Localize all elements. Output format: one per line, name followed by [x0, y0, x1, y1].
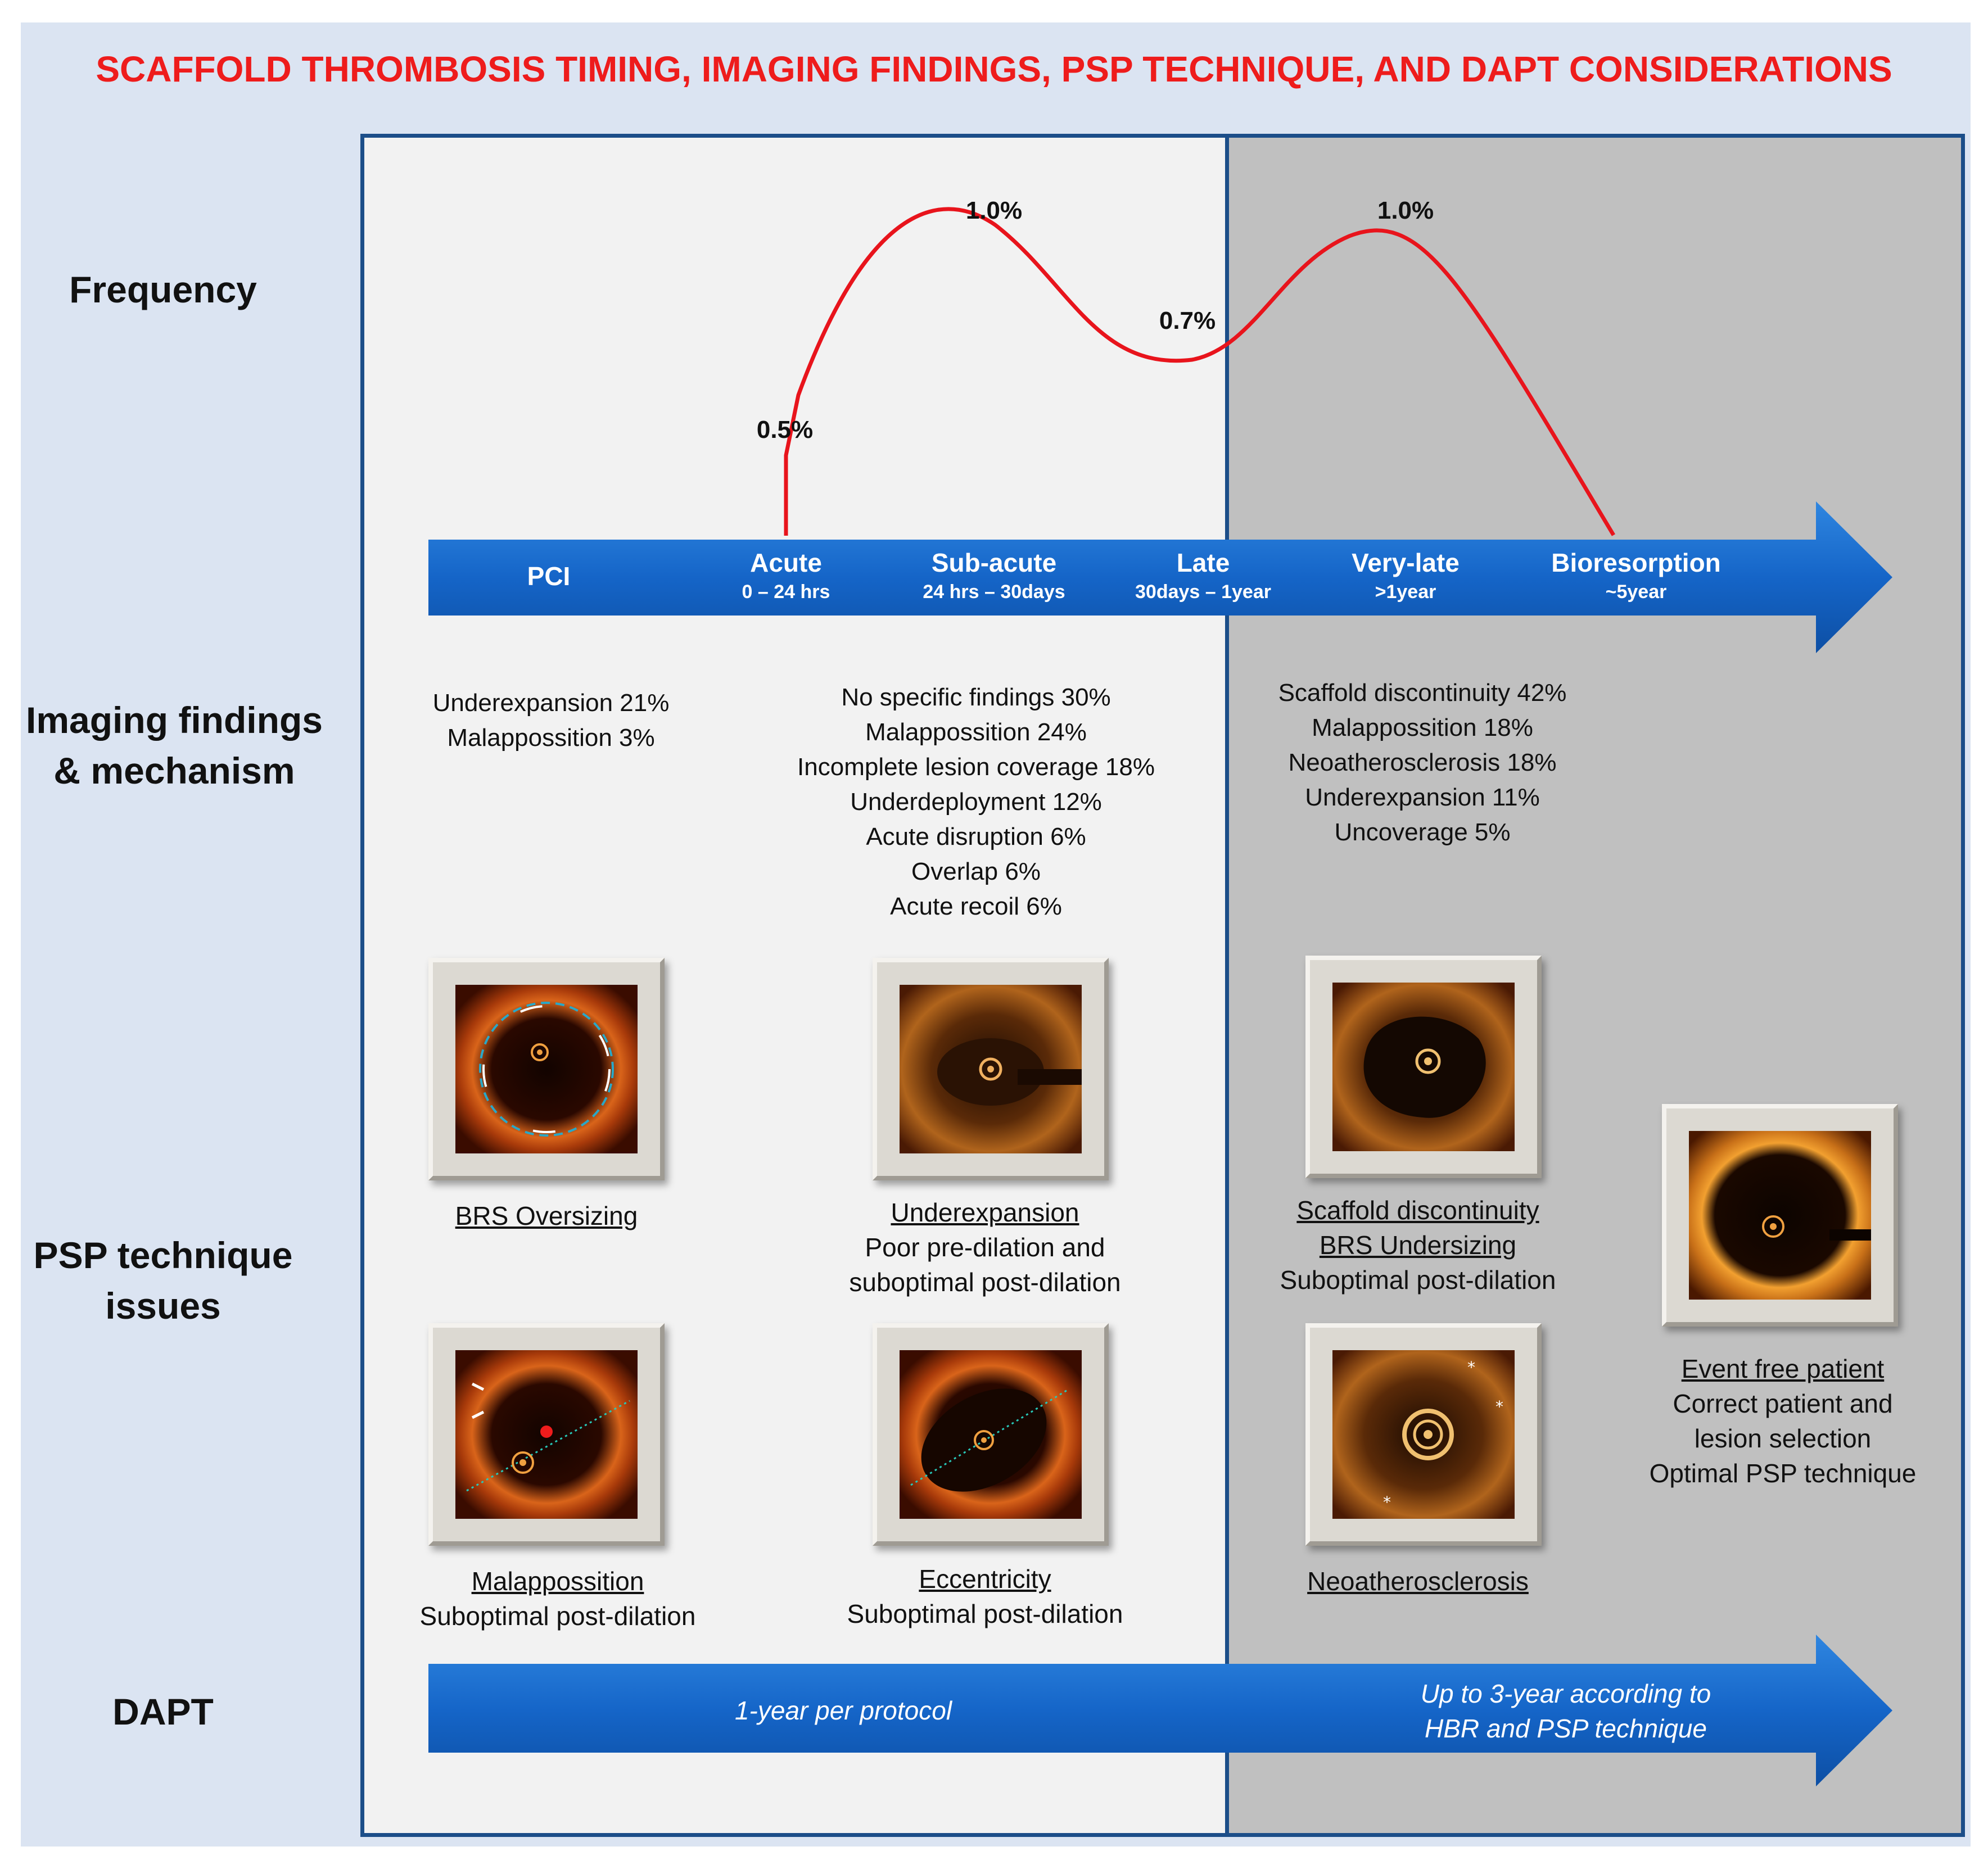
- caption-line: Suboptimal post-dilation: [419, 1601, 696, 1631]
- dapt-right-line2: HBR and PSP technique: [1424, 1714, 1707, 1743]
- caption-title: Underexpansion: [891, 1198, 1079, 1227]
- milestone-pci-name: PCI: [527, 562, 571, 591]
- row-label-frequency: Frequency: [69, 269, 257, 310]
- caption-line: Suboptimal post-dilation: [1280, 1265, 1556, 1295]
- caption-title: Malappossition: [471, 1567, 644, 1596]
- finding-item: Underexpansion 21%: [432, 689, 670, 717]
- caption-brs-oversizing: BRS Oversizing: [406, 1198, 687, 1233]
- caption-underexpansion: Underexpansion Poor pre-dilation and sub…: [816, 1195, 1154, 1300]
- oct-scan-icon: * * *: [1332, 1350, 1515, 1519]
- findings-subacute: No specific findings 30% Malappossition …: [774, 680, 1178, 924]
- caption-line: Poor pre-dilation and: [865, 1233, 1105, 1262]
- caption-title: Event free patient: [1681, 1354, 1885, 1383]
- caption-title: Neoatherosclerosis: [1307, 1567, 1529, 1596]
- row-label-imaging-line2: & mechanism: [53, 750, 295, 791]
- finding-item: Acute disruption 6%: [866, 823, 1086, 850]
- dapt-left-text: 1-year per protocol: [734, 1696, 952, 1725]
- finding-item: No specific findings 30%: [841, 684, 1111, 711]
- row-label-psp-line2: issues: [105, 1285, 221, 1327]
- findings-verylate: Scaffold discontinuity 42% Malappossitio…: [1254, 676, 1591, 850]
- caption-neoatherosclerosis: Neoatherosclerosis: [1249, 1564, 1587, 1599]
- svg-text:*: *: [1383, 1493, 1391, 1511]
- milestone-bioresorption-name: Bioresorption: [1551, 548, 1721, 577]
- finding-item: Incomplete lesion coverage 18%: [797, 753, 1155, 781]
- finding-item: Underexpansion 11%: [1305, 784, 1540, 811]
- oct-image-scaffold-discontinuity: [1305, 956, 1542, 1178]
- caption-malappossition: Malappossition Suboptimal post-dilation: [389, 1564, 726, 1633]
- caption-line: Optimal PSP technique: [1649, 1459, 1917, 1488]
- finding-item: Acute recoil 6%: [890, 893, 1062, 920]
- milestone-verylate-name: Very-late: [1352, 548, 1460, 577]
- milestone-bioresorption-range: ~5year: [1605, 581, 1667, 603]
- finding-item: Malappossition 24%: [865, 718, 1087, 746]
- frequency-curve: [784, 207, 1616, 536]
- milestone-late: Late 30days – 1year: [1119, 547, 1287, 606]
- milestone-subacute-range: 24 hrs – 30days: [923, 581, 1065, 603]
- row-label-psp-line1: PSP technique: [33, 1234, 293, 1276]
- caption-title: Eccentricity: [919, 1564, 1051, 1594]
- dapt-arrow: [428, 1635, 1892, 1786]
- caption-event-free: Event free patient Correct patient and l…: [1617, 1351, 1949, 1491]
- finding-item: Underdeployment 12%: [850, 788, 1102, 816]
- oct-image-neoatherosclerosis: * * *: [1305, 1323, 1542, 1546]
- caption-line: lesion selection: [1694, 1424, 1872, 1453]
- oct-image-event-free: [1662, 1104, 1898, 1327]
- row-label-psp: PSP technique issues: [11, 1230, 315, 1331]
- caption-line: Correct patient and: [1673, 1389, 1893, 1418]
- finding-item: Malappossition 3%: [447, 724, 655, 752]
- finding-item: Malappossition 18%: [1312, 714, 1533, 741]
- oct-image-brs-oversizing: [428, 958, 665, 1180]
- row-label-imaging-line1: Imaging findings: [26, 699, 323, 741]
- oct-scan-icon: [1689, 1131, 1871, 1300]
- figure-title: SCAFFOLD THROMBOSIS TIMING, IMAGING FIND…: [96, 49, 1892, 89]
- milestone-bioresorption: Bioresorption ~5year: [1529, 547, 1743, 606]
- caption-scaffold-discontinuity: Scaffold discontinuity BRS Undersizing S…: [1249, 1193, 1587, 1297]
- caption-line: Suboptimal post-dilation: [847, 1599, 1123, 1628]
- oct-scan-icon: [900, 1350, 1082, 1519]
- milestone-acute: Acute 0 – 24 hrs: [702, 547, 870, 606]
- freq-label-acute: 0.5%: [756, 416, 814, 443]
- finding-item: Scaffold discontinuity 42%: [1278, 679, 1567, 707]
- oct-scan-icon: [455, 1350, 638, 1519]
- finding-item: Uncoverage 5%: [1334, 818, 1511, 846]
- milestone-late-name: Late: [1176, 548, 1230, 577]
- freq-label-subacute: 1.0%: [965, 197, 1023, 224]
- milestone-verylate: Very-late >1year: [1321, 547, 1490, 606]
- oct-scan-icon: [1332, 983, 1515, 1151]
- dapt-right-text: Up to 3-year according to HBR and PSP te…: [1383, 1676, 1748, 1746]
- milestone-pci: PCI: [493, 561, 605, 591]
- oct-scan-icon: [455, 985, 638, 1153]
- freq-label-late: 0.7%: [1159, 307, 1216, 334]
- oct-image-underexpansion: [873, 958, 1109, 1180]
- finding-item: Overlap 6%: [911, 858, 1041, 885]
- findings-acute: Underexpansion 21% Malappossition 3%: [394, 686, 708, 755]
- oct-image-eccentricity: [873, 1323, 1109, 1546]
- row-label-imaging: Imaging findings & mechanism: [11, 695, 337, 796]
- milestone-acute-range: 0 – 24 hrs: [742, 581, 830, 603]
- oct-image-malappossition: [428, 1323, 665, 1546]
- finding-item: Neoatherosclerosis 18%: [1288, 749, 1557, 776]
- oct-scan-icon: [900, 985, 1082, 1153]
- freq-label-verylate: 1.0%: [1377, 197, 1434, 224]
- svg-text:*: *: [1495, 1397, 1503, 1416]
- milestone-subacute: Sub-acute 24 hrs – 30days: [887, 547, 1101, 606]
- panel-after-first-year: [1225, 134, 1965, 1837]
- timeline-arrow: [428, 501, 1892, 653]
- caption-line: suboptimal post-dilation: [849, 1268, 1121, 1297]
- milestone-late-range: 30days – 1year: [1135, 581, 1271, 603]
- dapt-right-line1: Up to 3-year according to: [1420, 1679, 1711, 1708]
- caption-eccentricity: Eccentricity Suboptimal post-dilation: [816, 1562, 1154, 1631]
- caption-title: BRS Oversizing: [455, 1201, 638, 1230]
- milestone-subacute-name: Sub-acute: [931, 548, 1057, 577]
- milestone-acute-name: Acute: [750, 548, 822, 577]
- milestone-verylate-range: >1year: [1375, 581, 1436, 603]
- svg-text:*: *: [1467, 1358, 1475, 1377]
- row-label-dapt: DAPT: [112, 1691, 214, 1732]
- caption-title: BRS Undersizing: [1319, 1230, 1517, 1260]
- caption-title: Scaffold discontinuity: [1296, 1196, 1539, 1225]
